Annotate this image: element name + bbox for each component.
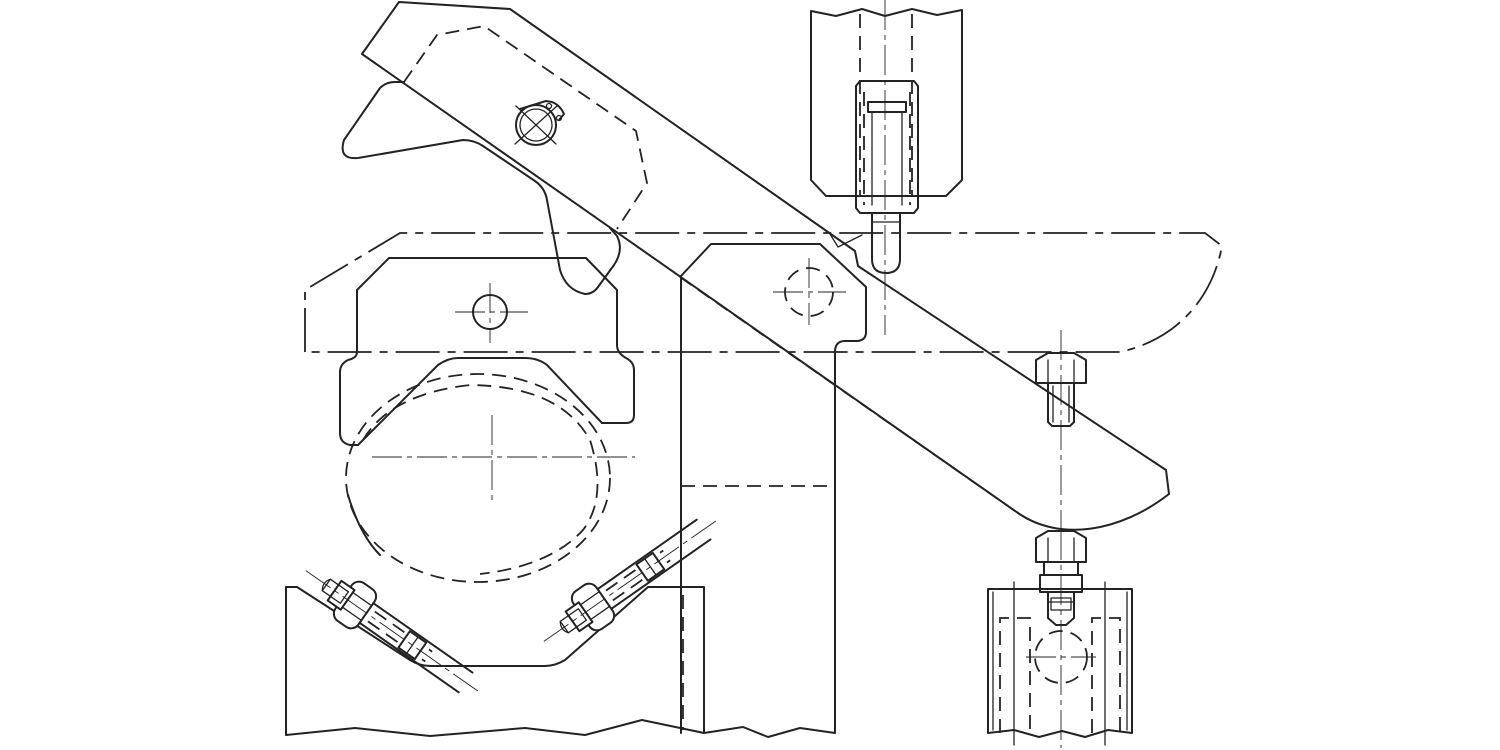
hex-stop-bolt xyxy=(1035,330,1087,530)
right-angled-screw xyxy=(543,517,721,642)
lever-arm xyxy=(361,1,1170,531)
pipe-holder-block xyxy=(339,257,635,446)
lower-adjuster-block xyxy=(987,530,1133,748)
clamp-phantom-outline xyxy=(304,232,1223,353)
top-stop-block xyxy=(810,0,963,335)
pipe-workpiece xyxy=(345,373,635,583)
upright-support-block xyxy=(680,243,867,738)
left-angled-screw xyxy=(305,570,483,695)
v-base xyxy=(285,586,705,737)
clamp-jaw xyxy=(341,25,648,295)
